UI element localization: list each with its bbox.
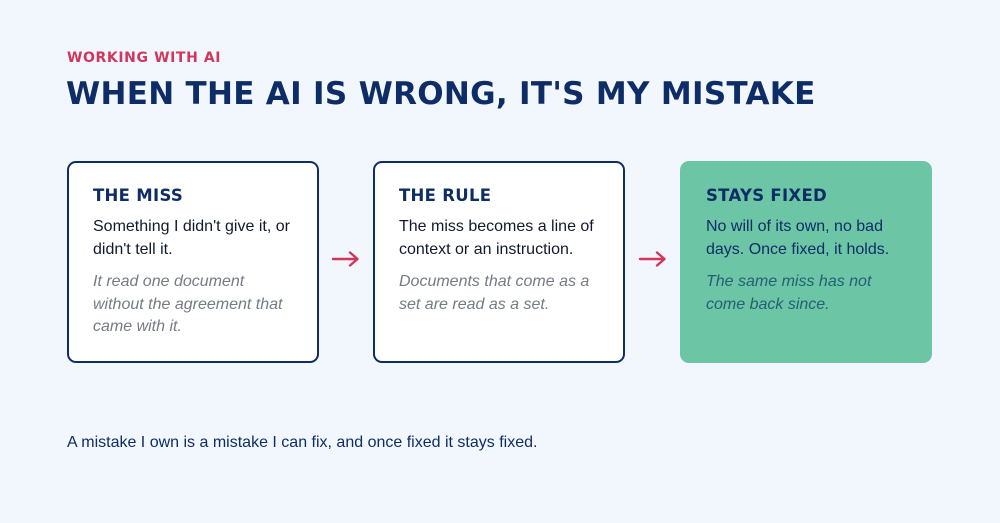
- eyebrow-label: WORKING WITH AI: [67, 50, 222, 66]
- card-stays-fixed: STAYS FIXED No will of its own, no bad d…: [680, 161, 932, 363]
- card-body: The miss becomes a line of context or an…: [399, 218, 594, 258]
- card-heading: THE RULE: [399, 186, 492, 205]
- card-the-miss: THE MISS Something I didn't give it, or …: [67, 161, 319, 363]
- card-example: The same miss has not come back since.: [706, 273, 872, 313]
- footer-takeaway: A mistake I own is a mistake I can fix, …: [67, 434, 538, 451]
- card-heading: STAYS FIXED: [706, 186, 828, 205]
- card-body: No will of its own, no bad days. Once fi…: [706, 218, 890, 258]
- page-title: WHEN THE AI IS WRONG, IT'S MY MISTAKE: [66, 76, 816, 112]
- card-example: It read one document without the agreeme…: [93, 273, 283, 335]
- arrow-right-icon: [638, 251, 666, 267]
- arrow-right-icon: [331, 251, 359, 267]
- card-body: Something I didn't give it, or didn't te…: [93, 218, 290, 258]
- card-heading: THE MISS: [93, 186, 184, 205]
- card-the-rule: THE RULE The miss becomes a line of cont…: [373, 161, 625, 363]
- card-example: Documents that come as a set are read as…: [399, 273, 590, 313]
